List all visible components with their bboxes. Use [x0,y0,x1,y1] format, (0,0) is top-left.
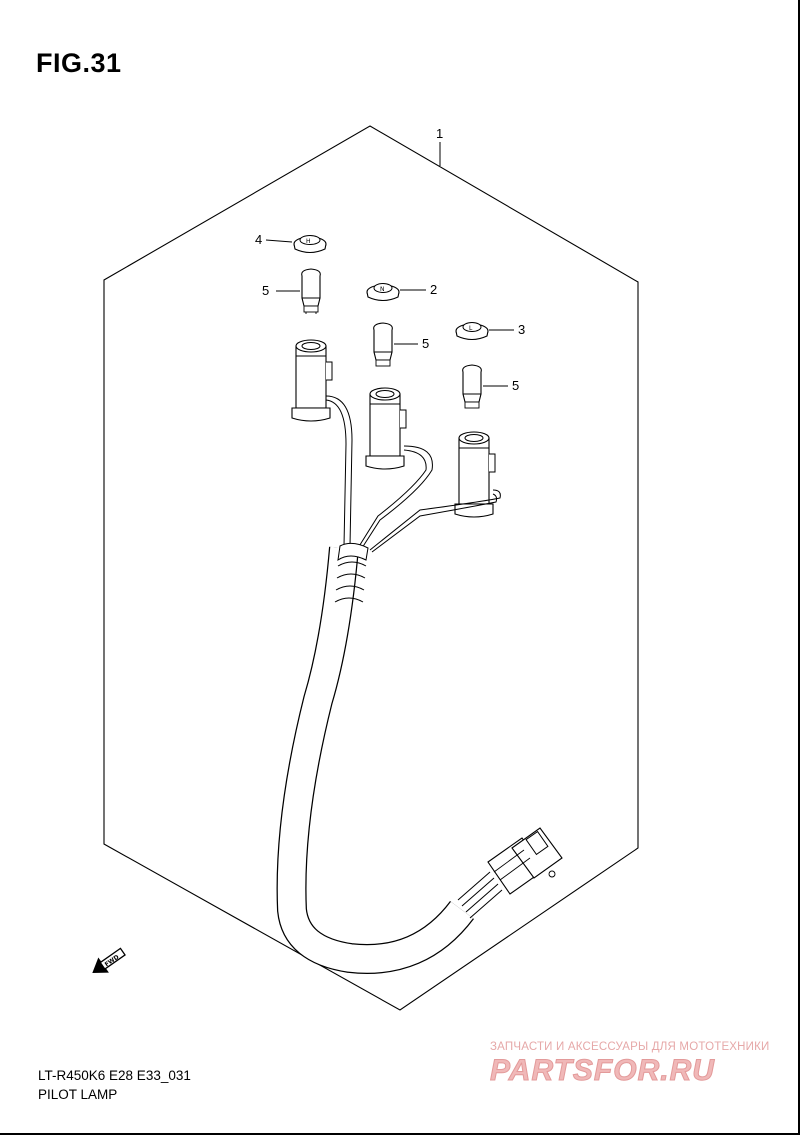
callout-5b: 5 [422,336,429,351]
callout-3: 3 [518,322,525,337]
svg-text:H: H [306,238,311,245]
leader-line-4 [265,239,293,243]
callout-5c: 5 [512,378,519,393]
lamp-cap-2: N [366,283,400,302]
callout-1: 1 [436,126,443,141]
socket-left [291,339,333,422]
watermark-logo: PARTSFOR.RU [490,1054,715,1088]
watermark-tagline: ЗАПЧАСТИ И АКСЕССУАРЫ ДЛЯ МОТОТЕХНИКИ [490,1041,770,1053]
fwd-arrow-icon: FWD [92,947,126,973]
callout-4: 4 [255,232,262,247]
callout-2: 2 [430,282,437,297]
connector-wires [457,871,503,919]
socket-middle [365,387,407,470]
coupler-connector [487,827,563,895]
callout-5a: 5 [262,283,269,298]
bulb-5-right [462,364,482,409]
wire-leads [325,395,501,553]
assembly-outline [103,125,639,1011]
socket-right [454,431,496,518]
svg-text:L: L [469,325,473,332]
bulb-5-middle [373,322,393,367]
figure-title: FIG.31 [36,48,122,78]
diagram-name: PILOT LAMP [38,1087,118,1102]
lamp-cap-3: L [455,322,489,341]
svg-text:N: N [380,286,385,293]
model-code: LT-R450K6 E28 E33_031 [38,1068,191,1083]
lamp-cap-4: H [293,235,327,254]
bulb-5-left [301,268,321,314]
fwd-label: FWD [104,954,121,969]
harness-cable [276,542,474,974]
